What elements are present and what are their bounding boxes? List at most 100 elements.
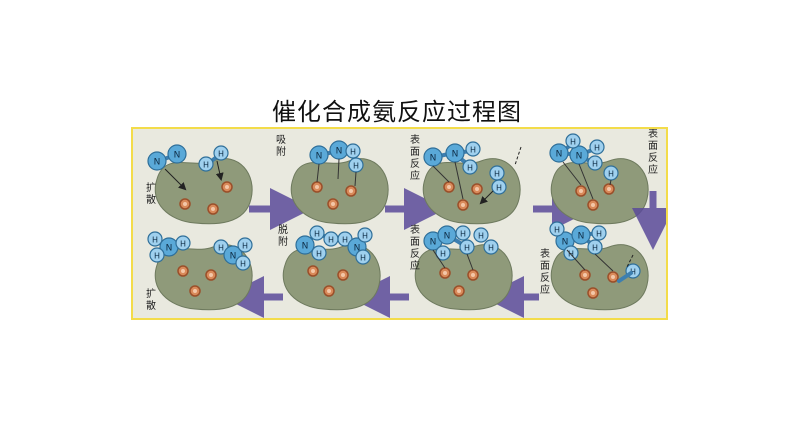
hydrogen-label: H	[594, 144, 600, 153]
hydrogen-atom	[198, 156, 214, 172]
adsorption-bond	[578, 163, 594, 200]
diagram-figure: NNHH扩散吸附NNHH表面反应NNHHHHNNHHHH表面反应NNHHHHH表…	[131, 127, 674, 320]
hydrogen-label: H	[218, 150, 224, 159]
hydrogen-label: H	[314, 230, 320, 239]
hydrogen-atom	[483, 239, 499, 255]
catalyst-site-center	[447, 185, 451, 189]
hydrogen-label: H	[350, 148, 356, 157]
catalyst-site-center	[341, 273, 345, 277]
diffusion-arrow	[514, 146, 522, 166]
diffusion-arrow	[164, 168, 187, 191]
step-label-adsorb: 吸附	[276, 135, 286, 158]
hydrogen-label: H	[488, 244, 494, 253]
catalyst-site-center	[443, 271, 447, 275]
nitrogen-atom	[295, 235, 315, 255]
catalyst-site-center	[591, 203, 595, 207]
catalyst-site-center	[311, 269, 315, 273]
nitrogen-label: N	[578, 232, 585, 242]
nitrogen-atom	[549, 143, 569, 163]
hydrogen-atom	[311, 245, 327, 261]
hydrogen-atom	[465, 141, 481, 157]
diffusion-arrow	[215, 160, 224, 181]
nitrogen-atom	[571, 225, 591, 245]
adsorption-bond	[566, 249, 586, 271]
nitrogen-label: N	[154, 158, 161, 168]
adsorption-bond	[354, 171, 357, 187]
hydrogen-label: H	[242, 242, 248, 251]
catalyst-surface	[154, 158, 253, 225]
nitrogen-label: N	[174, 151, 181, 161]
catalyst-site-center	[475, 187, 479, 191]
catalyst-site-center	[579, 189, 583, 193]
hydrogen-label: H	[440, 250, 446, 259]
hydrogen-atom	[175, 235, 191, 251]
step-label-desorb: 脱附	[278, 223, 288, 248]
catalyst-surface	[414, 244, 513, 311]
hydrogen-label: H	[316, 250, 322, 259]
hydrogen-atom	[237, 237, 253, 253]
nitrogen-label: N	[166, 244, 173, 254]
step-label-surface3: 表面反应	[540, 247, 550, 296]
nitrogen-label: N	[430, 154, 437, 164]
hydrogen-label: H	[570, 138, 576, 147]
hydrogen-label: H	[554, 226, 560, 235]
nitrogen-label: N	[562, 238, 569, 248]
hydrogen-label: H	[464, 244, 470, 253]
hydrogen-label: H	[360, 254, 366, 263]
step-label-surface4: 表面反应	[410, 223, 420, 272]
catalyst-site-center	[611, 275, 615, 279]
hydrogen-atom	[462, 159, 478, 175]
hydrogen-label: H	[353, 162, 359, 171]
hydrogen-atom	[147, 231, 163, 247]
hydrogen-label: H	[596, 230, 602, 239]
hydrogen-label: H	[494, 170, 500, 179]
nitrogen-atom	[167, 144, 187, 164]
hydrogen-atom	[149, 247, 165, 263]
step-label-surface2: 表面反应	[648, 129, 658, 176]
hydrogen-label: H	[630, 268, 636, 277]
catalyst-site-center	[331, 202, 335, 206]
hydrogen-label: H	[342, 236, 348, 245]
hydrogen-atom	[565, 133, 581, 149]
hydrogen-label: H	[328, 236, 334, 245]
step-label-diffuse-top: 扩散	[146, 181, 156, 206]
catalyst-site-center	[461, 203, 465, 207]
hydrogen-label: H	[478, 232, 484, 241]
catalyst-site-center	[193, 289, 197, 293]
hydrogen-label: H	[240, 260, 246, 269]
catalyst-site-center	[471, 273, 475, 277]
hydrogen-label: H	[592, 244, 598, 253]
hydrogen-atom	[309, 225, 325, 241]
hydrogen-atom	[587, 155, 603, 171]
catalyst-surface	[550, 244, 649, 311]
nitrogen-atom	[147, 151, 167, 171]
nitrogen-label: N	[452, 150, 459, 160]
catalyst-site-center	[225, 185, 229, 189]
adsorption-bond	[337, 158, 340, 180]
nitrogen-label: N	[336, 147, 343, 157]
nitrogen-label: N	[576, 152, 583, 162]
nitrogen-label: N	[230, 252, 237, 262]
diffusion-arrow	[479, 190, 494, 205]
catalyst-surface	[290, 158, 389, 225]
nitrogen-label: N	[444, 232, 451, 242]
catalyst-site-center	[183, 202, 187, 206]
hydrogen-label: H	[460, 230, 466, 239]
step-label-surface1: 表面反应	[410, 133, 420, 182]
hydrogen-atom	[213, 145, 229, 161]
adsorption-bond	[609, 179, 612, 186]
chemical-bond	[617, 271, 633, 283]
hydrogen-atom	[491, 179, 507, 195]
hydrogen-atom	[435, 245, 451, 261]
hydrogen-atom	[549, 221, 565, 237]
hydrogen-label: H	[180, 240, 186, 249]
hydrogen-label: H	[218, 244, 224, 253]
hydrogen-atom	[355, 249, 371, 265]
hydrogen-atom	[473, 227, 489, 243]
adsorption-bond	[316, 163, 320, 183]
catalyst-site-center	[315, 185, 319, 189]
adsorption-bond	[562, 161, 582, 186]
adsorption-bond	[466, 253, 474, 271]
diagram-title: 催化合成氨反应过程图	[272, 98, 522, 126]
hydrogen-label: H	[154, 252, 160, 261]
